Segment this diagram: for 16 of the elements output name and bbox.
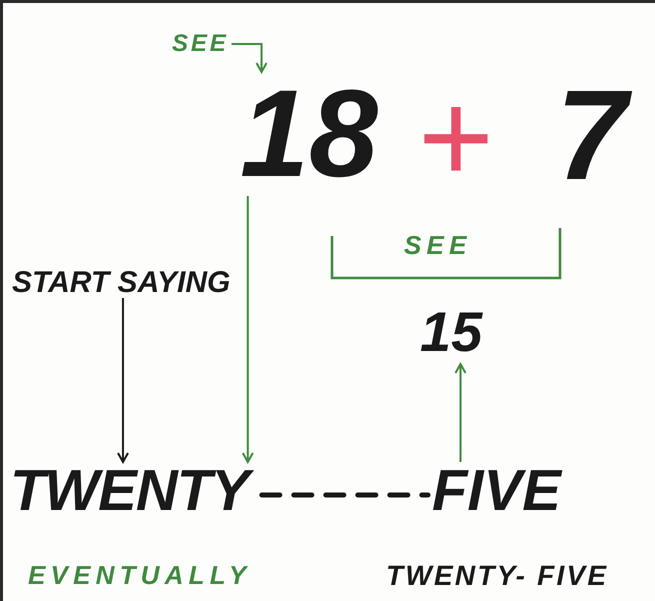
note-text: SEE (404, 232, 475, 258)
dashed-line (259, 492, 430, 498)
arrow (242, 196, 254, 463)
word-text: FIVE (432, 462, 568, 520)
number: 18 (240, 72, 393, 196)
number: 7 (556, 72, 643, 200)
note-text: SEE (172, 32, 232, 56)
arrow (116, 298, 129, 463)
arrow (232, 43, 268, 73)
note-text: EVENTUALLY (28, 562, 252, 588)
plus-sign: + (418, 72, 510, 202)
arrow (454, 363, 466, 462)
reading-text: TWENTY- FIVE (386, 562, 608, 590)
number: 15 (420, 304, 490, 360)
word-text: TWENTY (10, 462, 256, 520)
instruction-text: START SAYING (12, 268, 234, 298)
